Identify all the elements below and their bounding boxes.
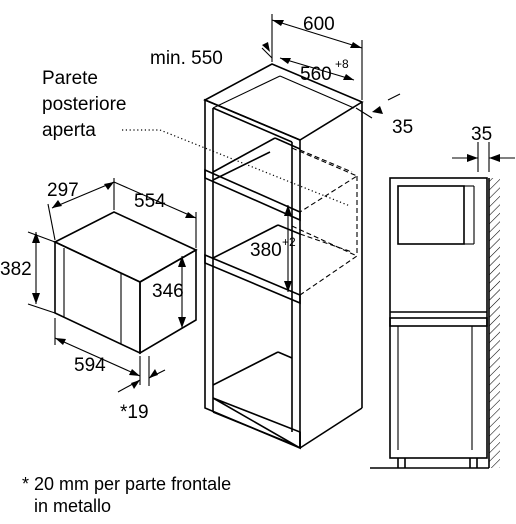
cabinet-min-depth-label: min. 550 <box>150 48 223 69</box>
appliance-front-width-label: 594 <box>74 355 106 376</box>
dimension-lines <box>27 14 515 393</box>
side-view <box>370 177 500 469</box>
dimension-labels: 600 min. 550 560 +8 35 380 +2 35 297 554… <box>0 14 492 423</box>
footnote-line-1: * 20 mm per parte frontale <box>22 474 231 494</box>
appliance-body-height-label: 346 <box>152 281 184 302</box>
appliance-depth-label: 297 <box>47 180 79 201</box>
niche-width-tolerance: +8 <box>335 57 349 71</box>
appliance-height-label: 382 <box>0 259 32 280</box>
niche-height-label: 380 <box>250 240 282 261</box>
appliance-front-thickness-label: *19 <box>120 402 149 423</box>
niche-width-label: 560 <box>300 64 332 85</box>
rear-wall-label: Parete posteriore aperta <box>42 68 127 141</box>
rear-gap-label: 35 <box>392 117 413 138</box>
appliance-body-width-label: 554 <box>134 191 166 212</box>
tall-cabinet <box>203 63 364 450</box>
rear-wall-line-3: aperta <box>42 120 96 141</box>
rear-wall-line-2: posteriore <box>42 94 127 115</box>
footnote-line-2: in metallo <box>34 496 111 516</box>
cabinet-width-label: 600 <box>303 14 335 35</box>
rear-wall-line-1: Parete <box>42 68 98 89</box>
side-gap-label: 35 <box>471 124 492 145</box>
footnote: * 20 mm per parte frontale in metallo <box>22 474 231 516</box>
niche-height-tolerance: +2 <box>282 235 296 249</box>
appliance <box>53 211 198 355</box>
